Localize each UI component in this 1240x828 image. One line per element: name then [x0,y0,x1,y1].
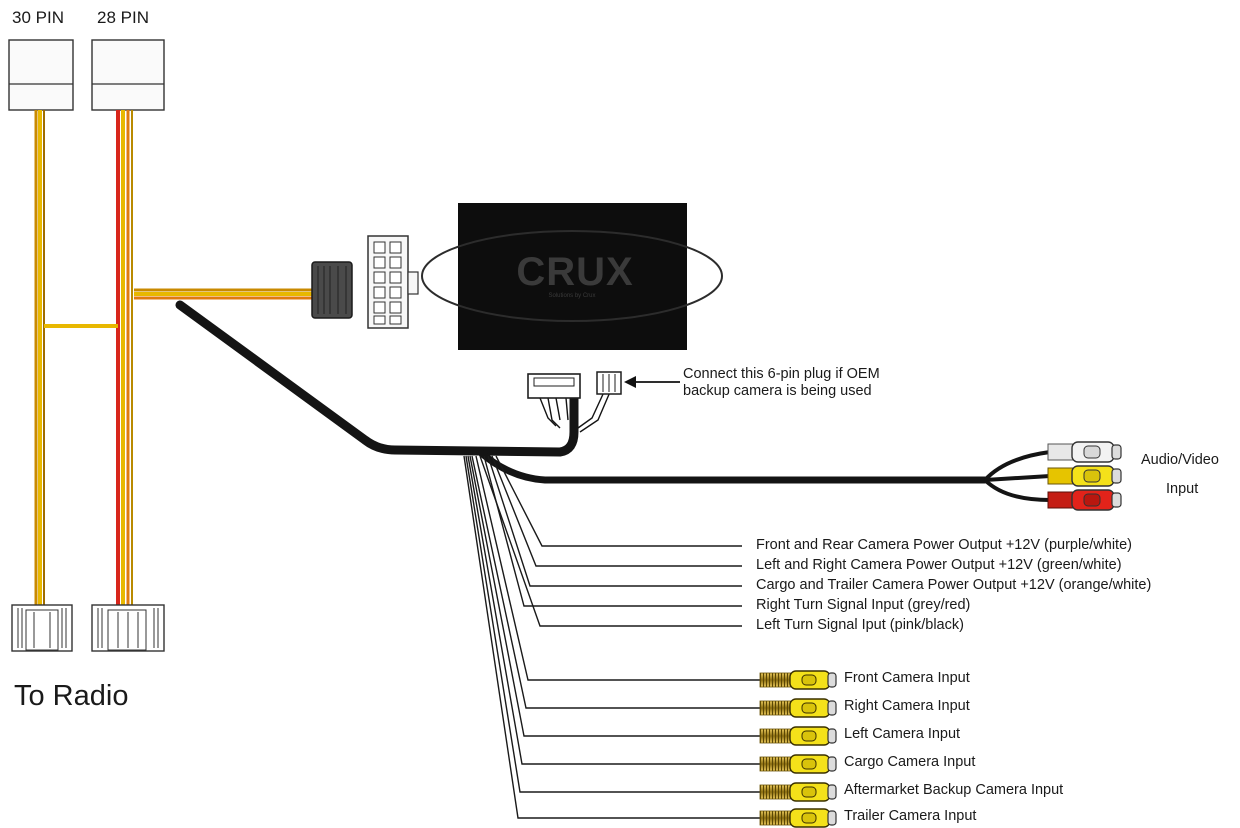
output-label-front-rear-power: Front and Rear Camera Power Output +12V … [756,537,1132,553]
rca-yellow-plug-icon [1047,465,1122,487]
connector-30pin-top-icon [8,39,74,111]
plug-16pin-icon [311,235,419,329]
av-input-label-line1: Audio/Video [1141,452,1219,468]
oem-plug-note: Connect this 6-pin plug if OEM backup ca… [683,366,880,400]
output-label-left-right-power: Left and Right Camera Power Output +12V … [756,557,1122,573]
rca-plug-aftermarket-camera-icon [759,782,837,802]
module-tagline: Solutions by Crux [548,293,595,299]
output-label-left-turn-signal: Left Turn Signal Iput (pink/black) [756,617,964,633]
av-split-wires [983,450,1051,502]
av-cable [476,448,989,484]
camera-input-label-cargo: Cargo Camera Input [844,754,976,770]
rca-plug-right-camera-icon [759,698,837,718]
arrow-left-icon [624,376,680,388]
oem-plug-note-line1: Connect this 6-pin plug if OEM [683,366,880,382]
camera-input-label-front: Front Camera Input [844,670,970,686]
plug-wires [539,391,611,433]
to-radio-label: To Radio [14,680,129,712]
rca-plug-trailer-camera-icon [759,808,837,828]
connector-28pin-top-icon [91,39,165,111]
camera-input-label-aftermarket: Aftermarket Backup Camera Input [844,782,1064,798]
connector-28pin-bottom-icon [91,604,165,652]
av-input-label-line2: Input [1166,481,1199,497]
rca-red-plug-icon [1047,489,1122,511]
lead-to-16pin [134,288,314,300]
connector-30pin-bottom-icon [11,604,73,652]
camera-input-label-left: Left Camera Input [844,726,961,742]
oem-6pin-plug-icon [596,371,622,395]
output-label-cargo-trailer-power: Cargo and Trailer Camera Power Output +1… [756,577,1152,593]
rca-plug-left-camera-icon [759,726,837,746]
output-label-right-turn-signal: Right Turn Signal Input (grey/red) [756,597,971,613]
module-logo: CRUX [516,250,633,294]
oem-plug-note-line2: backup camera is being used [683,383,872,399]
rca-white-plug-icon [1047,441,1122,463]
rca-plug-front-camera-icon [759,670,837,690]
camera-input-label-trailer: Trailer Camera Input [844,808,977,824]
connector-28pin-label: 28 PIN [97,8,149,27]
rca-plug-cargo-camera-icon [759,754,837,774]
module-main-plug-icon [527,373,581,399]
wire-bundle-28pin [116,110,133,605]
camera-input-wires [463,455,760,819]
output-wires [479,455,742,627]
camera-input-label-right: Right Camera Input [844,698,970,714]
connector-30pin-label: 30 PIN [12,8,64,27]
interface-module [421,203,723,350]
wire-bundle-30pin [34,110,45,605]
